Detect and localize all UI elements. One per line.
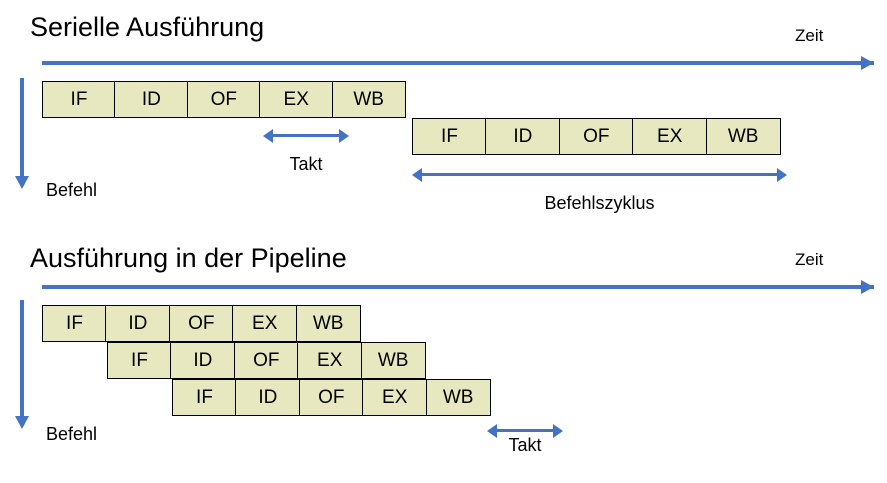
measure-arrow-takt-pipeline xyxy=(487,424,563,438)
stage-box: EX xyxy=(362,379,428,416)
measure-arrow-takt-serial xyxy=(263,129,349,143)
arrowhead-left-icon xyxy=(412,168,422,182)
stage-box: OF xyxy=(186,81,261,118)
stage-box: IF xyxy=(42,81,116,118)
arrowhead-left-icon xyxy=(487,424,497,438)
instruction-axis-pipeline xyxy=(20,300,24,418)
arrowhead-left-icon xyxy=(263,129,273,143)
stage-box: OF xyxy=(233,342,299,379)
instruction-row: IF ID OF EX WB xyxy=(107,342,426,379)
stage-box: ID xyxy=(170,342,236,379)
stage-box: ID xyxy=(235,379,301,416)
instruction-axis-label-pipeline: Befehl xyxy=(46,424,98,444)
measure-label-befehlszyklus: Befehlszyklus xyxy=(544,193,655,213)
stage-box: WB xyxy=(295,305,361,342)
time-axis-arrowhead-serial xyxy=(861,56,874,70)
instruction-axis-arrowhead-serial xyxy=(15,176,29,189)
arrowhead-right-icon xyxy=(553,424,563,438)
stage-box: ID xyxy=(485,118,561,155)
section-title-serial: Serielle Ausführung xyxy=(30,12,265,42)
stage-box: IF xyxy=(412,118,487,155)
stage-box: WB xyxy=(425,379,491,416)
stage-box: EX xyxy=(297,342,363,379)
stage-box: OF xyxy=(168,305,234,342)
instruction-row: IF ID OF EX WB xyxy=(42,81,406,118)
measure-arrow-befehlszyklus xyxy=(412,168,787,182)
arrowhead-right-icon xyxy=(339,129,349,143)
measure-label-takt-serial: Takt xyxy=(289,154,323,174)
stage-box: EX xyxy=(632,118,708,155)
stage-box: OF xyxy=(558,118,634,155)
time-axis-label-pipeline: Zeit xyxy=(795,250,824,269)
measure-bar xyxy=(271,134,341,137)
stage-box: ID xyxy=(105,305,171,342)
stage-box: IF xyxy=(172,379,237,416)
stage-box: OF xyxy=(298,379,364,416)
arrowhead-right-icon xyxy=(777,168,787,182)
time-axis-arrowhead-pipeline xyxy=(861,280,874,294)
time-axis-serial xyxy=(42,61,874,65)
stage-box: IF xyxy=(42,305,107,342)
instruction-row: IF ID OF EX WB xyxy=(172,379,491,416)
instruction-axis-serial xyxy=(20,78,24,178)
measure-label-takt-pipeline: Takt xyxy=(508,435,542,455)
time-axis-pipeline xyxy=(42,285,874,289)
section-title-pipeline: Ausführung in der Pipeline xyxy=(30,243,347,273)
measure-bar xyxy=(420,173,779,176)
instruction-row: IF ID OF EX WB xyxy=(412,118,781,155)
measure-bar xyxy=(495,429,555,432)
time-axis-label-serial: Zeit xyxy=(795,26,824,45)
stage-box: WB xyxy=(705,118,781,155)
stage-box: IF xyxy=(107,342,172,379)
stage-box: ID xyxy=(114,81,189,118)
instruction-row: IF ID OF EX WB xyxy=(42,305,361,342)
stage-box: EX xyxy=(232,305,298,342)
stage-box: WB xyxy=(331,81,406,118)
stage-box: EX xyxy=(259,81,334,118)
instruction-axis-label-serial: Befehl xyxy=(46,180,98,200)
stage-box: WB xyxy=(360,342,426,379)
instruction-axis-arrowhead-pipeline xyxy=(15,416,29,429)
